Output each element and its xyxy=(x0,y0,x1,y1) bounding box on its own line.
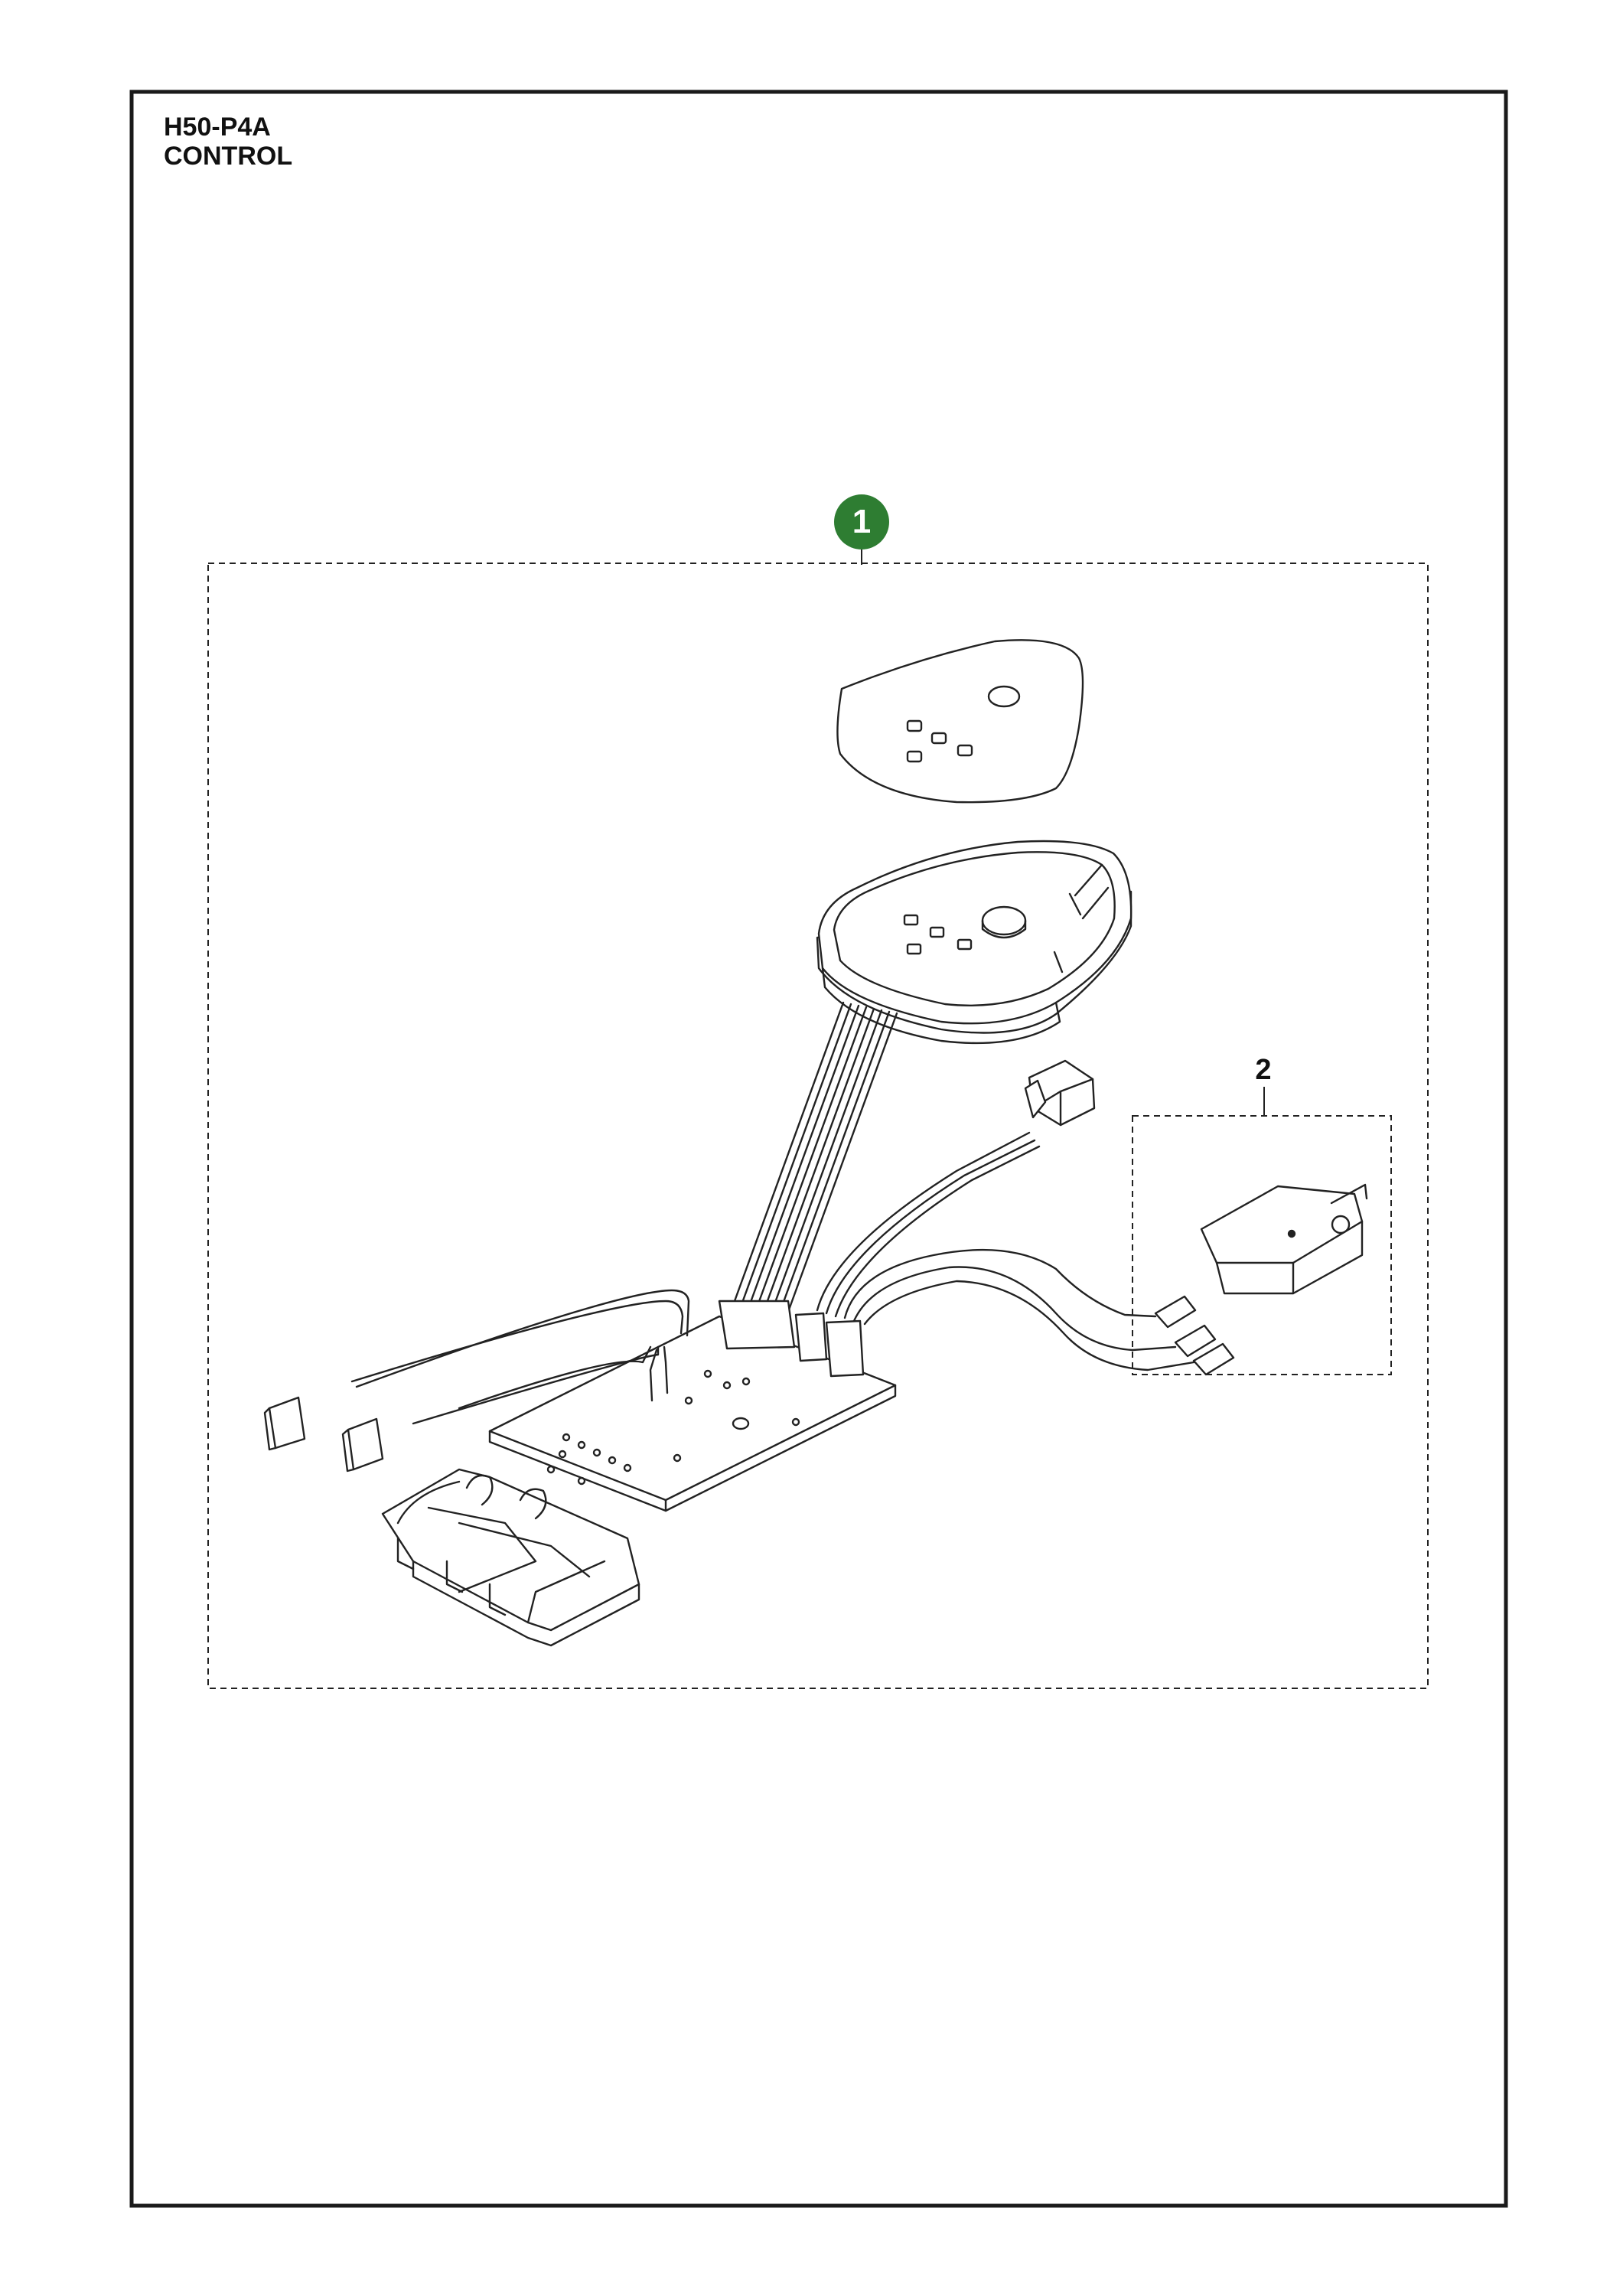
keypad-overlay-label xyxy=(836,639,1084,804)
blade-terminal-plugs xyxy=(263,1396,384,1473)
sensor-bracket-assembly xyxy=(381,1468,640,1647)
wires-to-blade-terminals xyxy=(350,1289,690,1425)
section-title: CONTROL xyxy=(164,142,293,171)
model-title: H50-P4A xyxy=(164,113,271,142)
microswitch-group-box xyxy=(1132,1115,1392,1375)
pcb-board xyxy=(488,1315,897,1512)
ribbon-cable xyxy=(733,1001,898,1313)
harness-to-microswitch xyxy=(843,1248,1195,1371)
overlay-button-hole xyxy=(987,685,1021,708)
micro-switch xyxy=(1154,1183,1368,1376)
keypad-housing xyxy=(816,840,1133,1045)
small-connector-plug xyxy=(1024,1059,1096,1127)
assembly-1-group-box xyxy=(207,563,1429,1689)
callout-1-circle xyxy=(834,494,889,550)
page-frame xyxy=(129,90,1508,2208)
callout-2-number: 2 xyxy=(1255,1054,1272,1086)
callout-1-number: 1 xyxy=(852,503,872,540)
harness-to-connector xyxy=(816,1131,1041,1318)
pcb-connectors xyxy=(718,1300,865,1378)
keypad-center-button xyxy=(981,905,1027,936)
